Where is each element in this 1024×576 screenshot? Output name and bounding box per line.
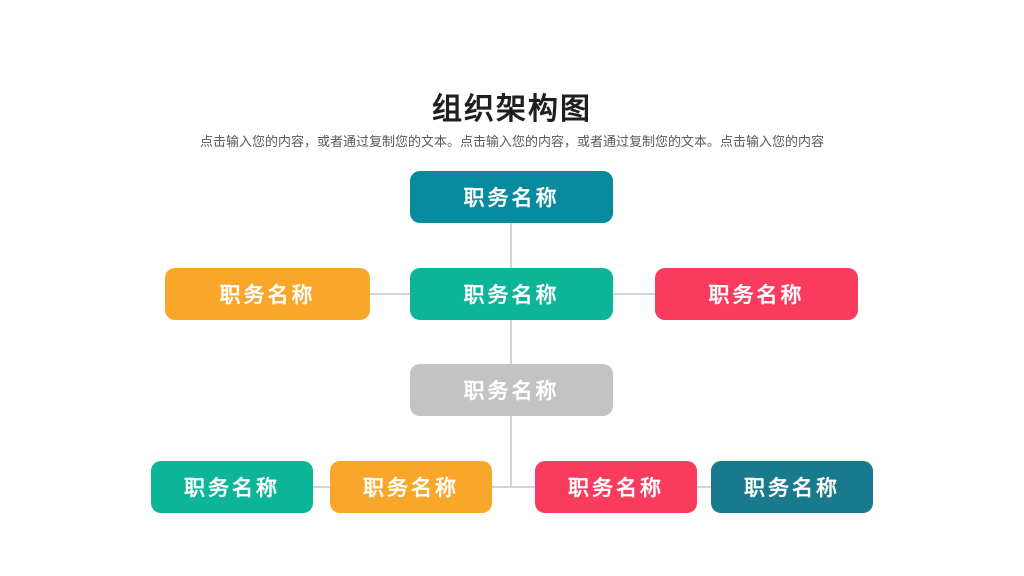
- org-node-row4-2[interactable]: 职务名称: [330, 461, 492, 513]
- connector-row2-left: [370, 293, 410, 295]
- connector-row2-right: [613, 293, 655, 295]
- org-node-row2-left[interactable]: 职务名称: [165, 268, 370, 320]
- org-node-row4-3[interactable]: 职务名称: [535, 461, 697, 513]
- org-node-row2-right[interactable]: 职务名称: [655, 268, 858, 320]
- org-node-row2-center[interactable]: 职务名称: [410, 268, 613, 320]
- org-node-row4-1[interactable]: 职务名称: [151, 461, 313, 513]
- connector-row4-3-4: [697, 486, 711, 488]
- connector-row4-2-3: [492, 486, 535, 488]
- connector-row2-to-row3: [510, 320, 512, 364]
- org-node-row3-center[interactable]: 职务名称: [410, 364, 613, 416]
- org-node-row4-4[interactable]: 职务名称: [711, 461, 873, 513]
- page-title[interactable]: 组织架构图: [432, 93, 592, 126]
- connector-row4-1-2: [313, 486, 330, 488]
- org-node-root[interactable]: 职务名称: [410, 171, 613, 223]
- connector-row3-to-row4: [510, 416, 512, 487]
- connector-root-to-row2: [510, 223, 512, 268]
- slide-subtitle-placeholder[interactable]: 点击输入您的内容，或者通过复制您的文本。点击输入您的内容，或者通过复制您的文本。…: [199, 134, 824, 149]
